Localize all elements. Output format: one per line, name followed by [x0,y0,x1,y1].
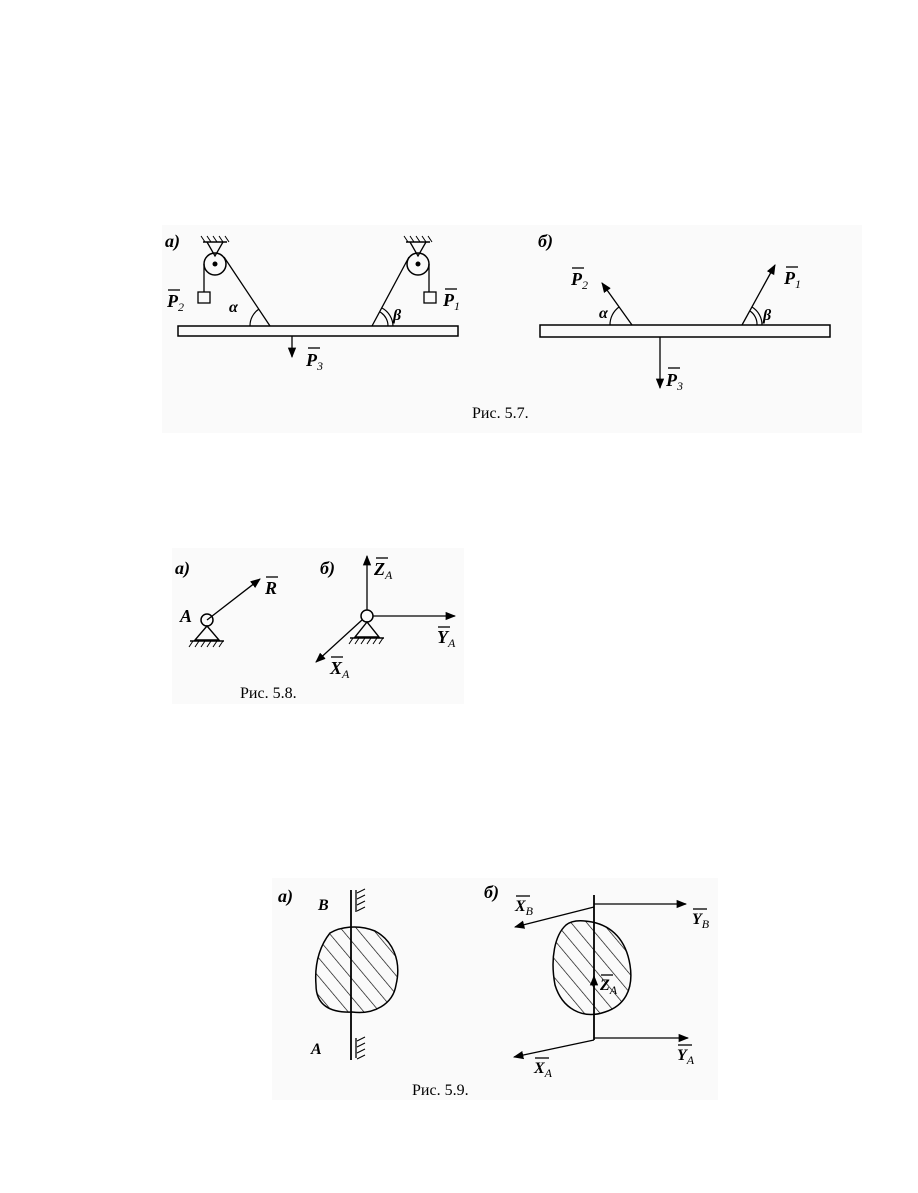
P2-label-b: P2 [570,269,588,292]
force-P2-arrow [601,282,633,326]
P1-label-b: P1 [783,268,801,291]
caption-5-9: Рис. 5.9. [412,1082,469,1099]
P3-label-b: P3 [665,370,683,393]
force-R-arrow [206,578,261,621]
alpha-label: α [229,299,239,316]
panel-a-label-5-9: а) [278,886,293,907]
A-label-5-9: A [310,1041,322,1058]
YA-label-5-9: YA [677,1047,695,1067]
figure-5-9-panel-a: а) B A [278,886,399,1060]
figure-5-8: а) A R б) ZA YA XA Рис. 5. [172,548,464,704]
caption-5-8: Рис. 5.8. [240,685,297,702]
body-a [314,926,399,1014]
left-pulley [197,235,271,327]
rope-right [371,256,410,327]
figure-5-7-background [162,225,862,433]
panel-b-label-5-9: б) [484,882,499,903]
YA-label: YA [437,627,456,650]
panel-a-label: а) [165,231,180,252]
ZA-label-5-9: ZA [599,977,618,997]
panel-b-label: б) [538,231,553,252]
beam [177,325,459,337]
XA-label: XA [329,658,350,681]
XA-label-5-9: XA [533,1060,553,1080]
R-label: R [264,578,277,598]
body-b [552,920,632,1016]
A-label: A [179,606,192,626]
weight-P2 [197,291,211,304]
figure-5-9-panel-b: б) XB YB ZA XA YA [484,882,710,1080]
force-XB-arrow [513,906,595,929]
P1-label: P1 [442,290,460,313]
figure-5-7: а) α P2 [162,225,862,433]
force-XA-arrow-5-9 [512,1039,595,1060]
alpha-label-b: α [599,305,609,322]
ZA-label: ZA [373,559,393,582]
figure-5-7-panel-b: б) α P2 β P1 P3 [538,231,831,393]
force-XA-arrow [315,619,363,663]
figure-5-9: а) B A б) XB YB ZA XA [272,878,718,1100]
B-label: B [317,897,329,914]
panel-a-label-5-8: а) [175,558,190,579]
figure-5-8-panel-a: а) A R [175,558,278,648]
weight-P1 [423,291,437,304]
panel-b-label-5-8: б) [320,558,335,579]
caption-5-7: Рис. 5.7. [472,405,529,422]
YB-label: YB [692,911,710,931]
beta-label: β [392,307,402,324]
P3-label: P3 [305,350,323,373]
figure-5-8-panel-b: б) ZA YA XA [315,554,457,681]
P2-label: P2 [166,291,184,314]
right-pulley [371,235,437,327]
angle-alpha-arc [249,308,260,327]
beam-free-body [539,324,831,338]
rope-left [223,256,271,327]
figure-5-7-panel-a: а) α P2 [165,231,460,373]
figure-5-8-background [172,548,464,704]
beta-label-b: β [762,307,772,324]
XB-label: XB [514,898,534,918]
force-P1-arrow [741,264,776,326]
